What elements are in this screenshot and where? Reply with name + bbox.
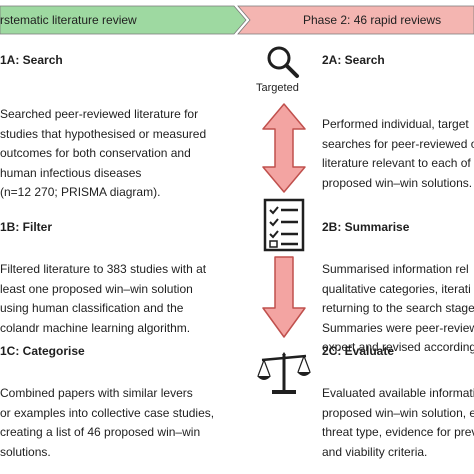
phase1-categorise-line: or examples into collective case studies…	[0, 405, 215, 420]
phase1-banner-arrow	[0, 5, 247, 35]
phase-banner	[0, 5, 474, 35]
phase1-search-line: human infectious diseases	[0, 165, 142, 180]
phase1-search-line: studies that hypothesised or measured	[0, 126, 207, 141]
phase1-filter-line: Filtered literature to 383 studies with …	[0, 262, 207, 276]
phase1-banner-label: rstematic literature review	[0, 13, 137, 27]
down-arrow	[262, 256, 306, 338]
phase2-evaluate-heading: 2C: Evaluate	[322, 344, 395, 358]
magnifier-icon	[267, 46, 299, 78]
phase1-filter-heading: 1B: Filter	[0, 220, 53, 234]
phase2-evaluate-line: proposed win–win solution, e	[322, 405, 474, 420]
phase1-search-line: Searched peer-reviewed literature for	[0, 107, 199, 121]
phase1-filter-line: least one proposed win–win solution	[0, 281, 193, 296]
phase1-categorise-line: solutions.	[0, 444, 51, 459]
phase1-filter-line: using human classification and the	[0, 301, 184, 315]
checklist-icon	[263, 198, 305, 252]
phase2-summarise-line: expert and revised according	[322, 340, 474, 354]
phase1-filter-text: Filtered literature to 383 studies with …	[0, 260, 206, 338]
phase2-evaluate-line: threat type, evidence for prev	[322, 425, 474, 439]
phase2-summarise-line: returning to the search stage	[322, 301, 474, 315]
phase1-search-line: outcomes for both conservation and	[0, 146, 191, 160]
phase2-evaluate-line: Evaluated available informati	[322, 386, 474, 400]
targeted-label: Targeted	[256, 82, 299, 94]
phase1-filter-line: colandr machine learning algorithm.	[0, 320, 191, 335]
balance-scale-icon	[257, 352, 311, 394]
phase1-search-heading: 1A: Search	[0, 53, 63, 67]
double-arrow-upper	[262, 103, 306, 193]
phase2-search-line: searches for peer-reviewed o	[322, 136, 474, 151]
phase2-summarise-line: Summarised information rel	[322, 262, 469, 276]
phase2-summarise-line: qualitative categories, iterati	[322, 281, 471, 296]
phase1-categorise-heading: 1C: Categorise	[0, 344, 85, 358]
phase2-evaluate-line: and viability criteria.	[322, 444, 428, 459]
phase1-categorise-text: Combined papers with similar levers or e…	[0, 384, 214, 462]
phase2-summarise-line: Summaries were peer-reviewe	[322, 320, 474, 335]
phase2-evaluate-text: Evaluated available informati proposed w…	[322, 384, 474, 462]
phase2-search-line: Performed individual, target	[322, 117, 469, 131]
phase2-search-line: literature relevant to each of	[322, 156, 471, 170]
phase1-categorise-line: creating a list of 46 proposed win–win	[0, 425, 201, 439]
phase2-summarise-heading: 2B: Summarise	[322, 220, 410, 234]
phase1-categorise-line: Combined papers with similar levers	[0, 386, 193, 400]
phase2-banner-arrow	[237, 5, 474, 35]
phase2-banner-label: Phase 2: 46 rapid reviews	[303, 13, 442, 27]
phase1-search-text: Searched peer-reviewed literature for st…	[0, 105, 206, 203]
phase2-summarise-text: Summarised information rel qualitative c…	[322, 260, 474, 358]
phase2-search-line: proposed win–win solutions.	[322, 175, 473, 190]
phase2-search-text: Performed individual, target searches fo…	[322, 115, 474, 193]
phase2-search-heading: 2A: Search	[322, 53, 385, 67]
phase1-search-line: (n=12 270; PRISMA diagram).	[0, 185, 161, 199]
